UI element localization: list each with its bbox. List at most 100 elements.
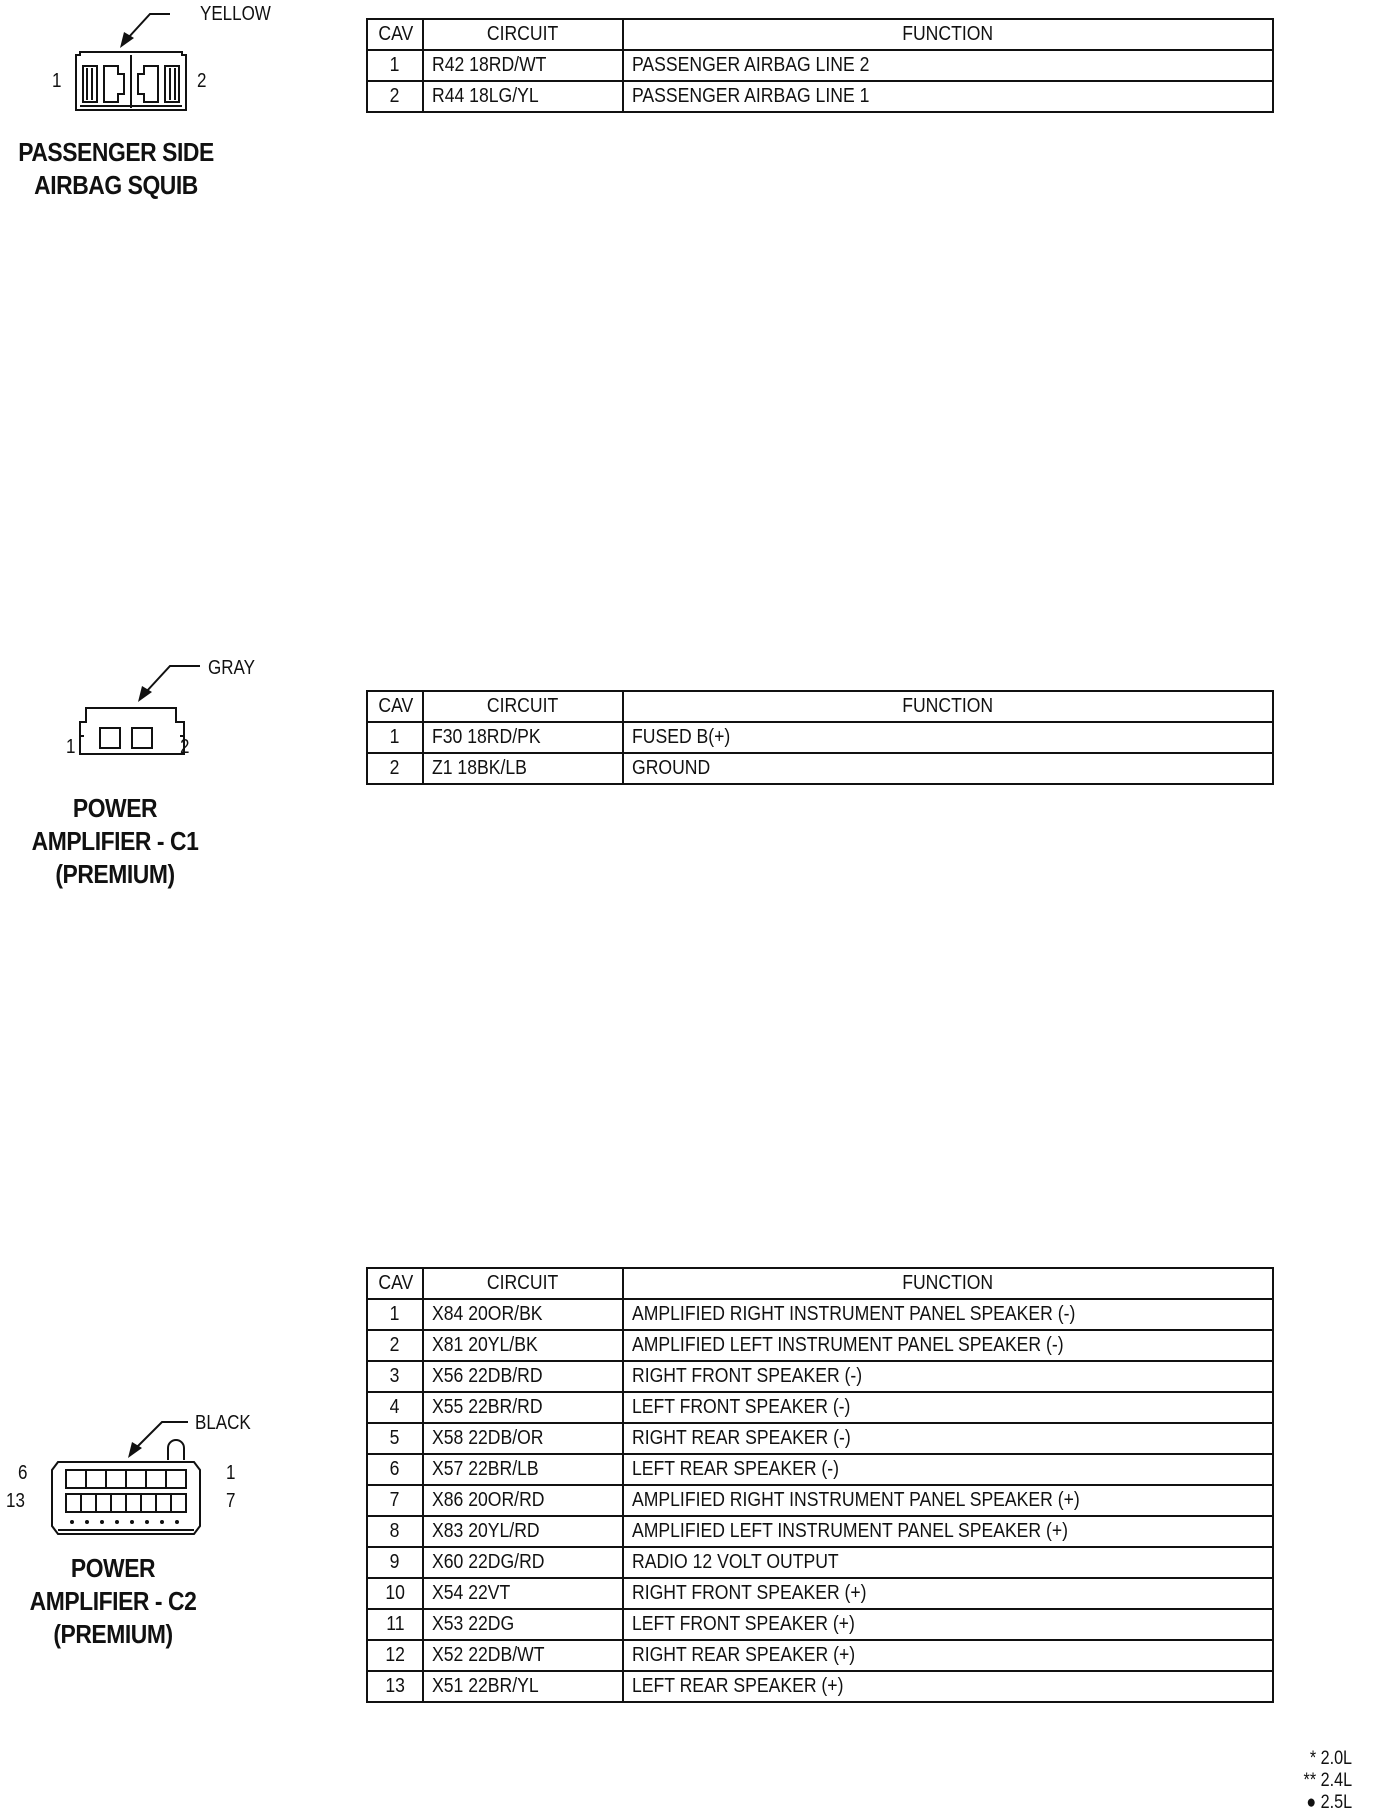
cell-circuit: X53 22DG xyxy=(422,1608,624,1641)
header-cav: CAV xyxy=(366,1267,424,1300)
cell-circuit: X54 22VT xyxy=(422,1577,624,1610)
legend-item: ● 2.5L xyxy=(1306,1792,1352,1813)
table-row: 3 X56 22DB/RD RIGHT FRONT SPEAKER (-) xyxy=(366,1360,1274,1393)
pinout-table-airbag-squib: CAV CIRCUIT FUNCTION 1 R42 18RD/WT PASSE… xyxy=(366,18,1274,113)
power-amplifier-c1-connector-icon xyxy=(79,665,200,755)
engine-legend: * 2.0L ** 2.4L ● 2.5L xyxy=(1295,1748,1352,1814)
cell-function: PASSENGER AIRBAG LINE 2 xyxy=(622,49,1274,82)
connector-name-line: POWER xyxy=(70,1553,156,1583)
cell-function: RIGHT FRONT SPEAKER (+) xyxy=(622,1577,1274,1610)
table-row: 1 F30 18RD/PK FUSED B(+) xyxy=(366,721,1274,754)
cell-function: PASSENGER AIRBAG LINE 1 xyxy=(622,80,1274,113)
header-function: FUNCTION xyxy=(622,18,1274,51)
connector-name-line: (PREMIUM) xyxy=(55,859,175,889)
pin-label-left: 1 xyxy=(52,70,62,92)
cell-function: AMPLIFIED RIGHT INSTRUMENT PANEL SPEAKER… xyxy=(622,1298,1274,1331)
cell-circuit: X52 22DB/WT xyxy=(422,1639,624,1672)
connector-color-label: YELLOW xyxy=(200,3,271,25)
connector-name: POWER AMPLIFIER - C1 (PREMIUM) xyxy=(0,792,230,891)
cell-circuit: X60 22DG/RD xyxy=(422,1546,624,1579)
table-header-row: CAV CIRCUIT FUNCTION xyxy=(366,1267,1274,1300)
cell-cav: 8 xyxy=(366,1515,424,1548)
cell-function: FUSED B(+) xyxy=(622,721,1274,754)
cell-function: AMPLIFIED LEFT INSTRUMENT PANEL SPEAKER … xyxy=(622,1515,1274,1548)
connector-name-line: AMPLIFIER - C1 xyxy=(31,826,199,856)
cell-circuit: X56 22DB/RD xyxy=(422,1360,624,1393)
table-row: 5 X58 22DB/OR RIGHT REAR SPEAKER (-) xyxy=(366,1422,1274,1455)
cell-cav: 6 xyxy=(366,1453,424,1486)
legend-item: ** 2.4L xyxy=(1303,1770,1352,1791)
cell-circuit: F30 18RD/PK xyxy=(422,721,624,754)
table-row: 9 X60 22DG/RD RADIO 12 VOLT OUTPUT xyxy=(366,1546,1274,1579)
cell-cav: 9 xyxy=(366,1546,424,1579)
table-row: 8 X83 20YL/RD AMPLIFIED LEFT INSTRUMENT … xyxy=(366,1515,1274,1548)
cell-function: RIGHT REAR SPEAKER (+) xyxy=(622,1639,1274,1672)
cell-cav: 10 xyxy=(366,1577,424,1610)
cell-cav: 1 xyxy=(366,49,424,82)
connector-name-line: PASSENGER SIDE xyxy=(18,137,214,167)
cell-circuit: X84 20OR/BK xyxy=(422,1298,624,1331)
cell-cav: 2 xyxy=(366,752,424,785)
connector-name-line: POWER xyxy=(72,793,158,823)
header-circuit: CIRCUIT xyxy=(422,690,624,723)
pinout-table-power-amplifier-c1: CAV CIRCUIT FUNCTION 1 F30 18RD/PK FUSED… xyxy=(366,690,1274,785)
header-cav: CAV xyxy=(366,18,424,51)
cell-function: GROUND xyxy=(622,752,1274,785)
cell-function: RIGHT REAR SPEAKER (-) xyxy=(622,1422,1274,1455)
airbag-squib-connector-icon xyxy=(75,13,187,111)
table-row: 11 X53 22DG LEFT FRONT SPEAKER (+) xyxy=(366,1608,1274,1641)
header-cav: CAV xyxy=(366,690,424,723)
cell-cav: 4 xyxy=(366,1391,424,1424)
table-row: 1 X84 20OR/BK AMPLIFIED RIGHT INSTRUMENT… xyxy=(366,1298,1274,1331)
pinout-table-power-amplifier-c2: CAV CIRCUIT FUNCTION 1 X84 20OR/BK AMPLI… xyxy=(366,1267,1274,1703)
power-amplifier-c2-connector-icon xyxy=(51,1421,201,1535)
cell-cav: 11 xyxy=(366,1608,424,1641)
table-row: 2 X81 20YL/BK AMPLIFIED LEFT INSTRUMENT … xyxy=(366,1329,1274,1362)
connector-name-line: AMPLIFIER - C2 xyxy=(29,1586,197,1616)
header-function: FUNCTION xyxy=(622,690,1274,723)
connector-name: PASSENGER SIDE AIRBAG SQUIB xyxy=(0,136,232,202)
cell-cav: 12 xyxy=(366,1639,424,1672)
cell-circuit: X51 22BR/YL xyxy=(422,1670,624,1703)
pin-label-right: 2 xyxy=(197,70,207,92)
cell-function: RADIO 12 VOLT OUTPUT xyxy=(622,1546,1274,1579)
cell-function: RIGHT FRONT SPEAKER (-) xyxy=(622,1360,1274,1393)
cell-function: LEFT FRONT SPEAKER (+) xyxy=(622,1608,1274,1641)
pin-label-top-left: 6 xyxy=(18,1462,28,1484)
connector-name-line: AIRBAG SQUIB xyxy=(34,170,198,200)
connector-power-amplifier-c1: GRAY 1 2 POWER AMPLIFIER - C1 (PREMIUM) xyxy=(0,650,330,900)
cell-circuit: X58 22DB/OR xyxy=(422,1422,624,1455)
cell-cav: 2 xyxy=(366,80,424,113)
cell-circuit: X57 22BR/LB xyxy=(422,1453,624,1486)
table-row: 7 X86 20OR/RD AMPLIFIED RIGHT INSTRUMENT… xyxy=(366,1484,1274,1517)
connector-passenger-airbag-squib: YELLOW 1 2 PASSENGER SIDE AIRBAG SQUIB xyxy=(0,0,330,200)
cell-cav: 2 xyxy=(366,1329,424,1362)
table-header-row: CAV CIRCUIT FUNCTION xyxy=(366,18,1274,51)
cell-function: AMPLIFIED LEFT INSTRUMENT PANEL SPEAKER … xyxy=(622,1329,1274,1362)
cell-circuit: R44 18LG/YL xyxy=(422,80,624,113)
connector-color-label: BLACK xyxy=(195,1412,251,1434)
cell-circuit: X81 20YL/BK xyxy=(422,1329,624,1362)
pin-label-bottom-right: 7 xyxy=(226,1490,236,1512)
legend-item: * 2.0L xyxy=(1309,1748,1352,1769)
cell-function: LEFT FRONT SPEAKER (-) xyxy=(622,1391,1274,1424)
connector-power-amplifier-c2: BLACK 6 1 13 7 POWER AMPLIFIER - C2 (PRE… xyxy=(0,1400,330,1660)
table-row: 6 X57 22BR/LB LEFT REAR SPEAKER (-) xyxy=(366,1453,1274,1486)
header-circuit: CIRCUIT xyxy=(422,1267,624,1300)
table-row: 2 R44 18LG/YL PASSENGER AIRBAG LINE 1 xyxy=(366,80,1274,113)
cell-cav: 7 xyxy=(366,1484,424,1517)
cell-cav: 13 xyxy=(366,1670,424,1703)
cell-function: LEFT REAR SPEAKER (-) xyxy=(622,1453,1274,1486)
header-circuit: CIRCUIT xyxy=(422,18,624,51)
table-row: 13 X51 22BR/YL LEFT REAR SPEAKER (+) xyxy=(366,1670,1274,1703)
table-row: 2 Z1 18BK/LB GROUND xyxy=(366,752,1274,785)
cell-circuit: X86 20OR/RD xyxy=(422,1484,624,1517)
table-row: 1 R42 18RD/WT PASSENGER AIRBAG LINE 2 xyxy=(366,49,1274,82)
table-row: 12 X52 22DB/WT RIGHT REAR SPEAKER (+) xyxy=(366,1639,1274,1672)
pin-label-bottom-left: 13 xyxy=(6,1490,25,1512)
cell-cav: 1 xyxy=(366,721,424,754)
cell-circuit: Z1 18BK/LB xyxy=(422,752,624,785)
table-row: 4 X55 22BR/RD LEFT FRONT SPEAKER (-) xyxy=(366,1391,1274,1424)
cell-circuit: X55 22BR/RD xyxy=(422,1391,624,1424)
cell-function: AMPLIFIED RIGHT INSTRUMENT PANEL SPEAKER… xyxy=(622,1484,1274,1517)
